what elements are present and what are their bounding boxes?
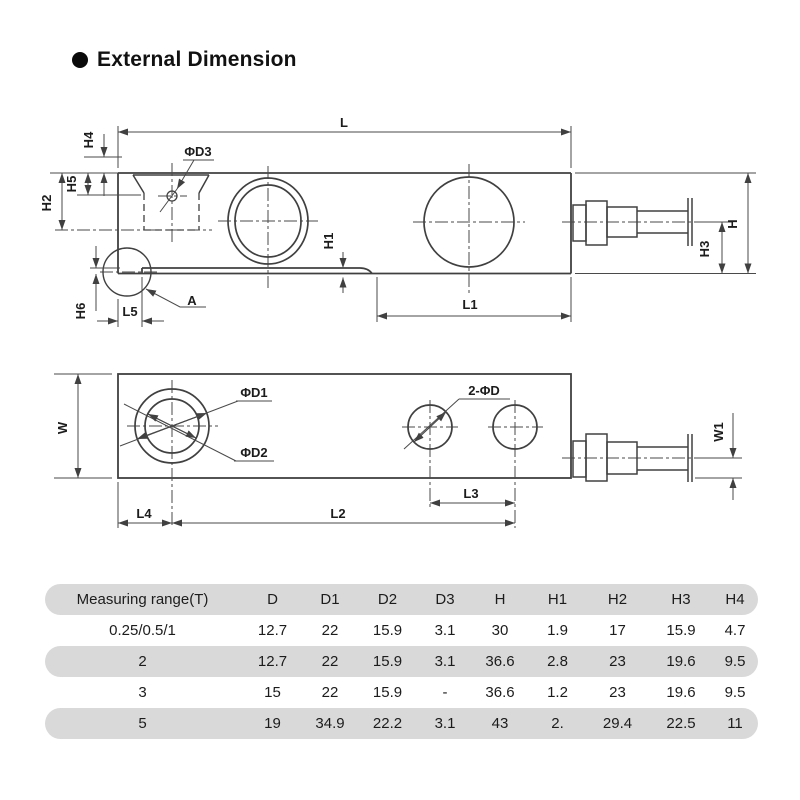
table-cell: 15.9	[372, 622, 403, 639]
detail-label-A: A	[187, 293, 197, 308]
column-header: H	[494, 591, 506, 608]
dim-label-H2: H2	[39, 195, 54, 212]
table-cell: 15	[264, 684, 281, 701]
dim-label-L1: L1	[462, 297, 477, 312]
table-row: 0.25/0.5/1 12.7 22 15.9 3.1 30 1.9 17 15.9 4.7	[45, 615, 758, 646]
side-view-cable-connector	[572, 198, 693, 246]
dim-label-H4: H4	[81, 131, 96, 148]
top-view-dimensions	[54, 373, 742, 528]
top-view-cable-connector	[572, 433, 693, 482]
table-cell: 15.9	[372, 653, 403, 670]
table-cell: 15.9	[666, 622, 696, 639]
dim-label-L5: L5	[122, 304, 137, 319]
dim-label-phiD1: ΦD1	[240, 385, 267, 400]
dim-label-W: W	[55, 421, 70, 434]
table-cell: 36.6	[485, 684, 515, 701]
page-title-text: External Dimension	[97, 48, 297, 71]
page-title: External Dimension	[72, 48, 297, 72]
column-header: H2	[607, 591, 628, 608]
column-header: D	[267, 591, 278, 608]
dim-label-W1: W1	[711, 422, 726, 442]
table-cell: -	[442, 684, 448, 701]
column-header: H4	[725, 591, 745, 608]
side-view-dimensions	[50, 126, 756, 327]
table-cell: 2	[138, 653, 147, 670]
table-row: 5 19 34.9 22.2 3.1 43 2. 29.4 22.5 11	[45, 708, 758, 739]
table-cell: 15.9	[372, 684, 403, 701]
column-header: D3	[435, 591, 455, 608]
table-cell: 22	[321, 653, 339, 670]
table-cell: 3.1	[434, 653, 456, 670]
table-cell: 3.1	[434, 715, 456, 732]
table-cell: 22.5	[666, 715, 696, 732]
top-view-centerlines	[127, 380, 704, 528]
dim-label-L: L	[340, 115, 348, 130]
table-row: 2 12.7 22 15.9 3.1 36.6 2.8 23 19.6 9.5	[45, 646, 758, 677]
dimension-table: Measuring range(T) D D1 D2 D3 H H1 H2 H3 H4 0.25/0…	[45, 584, 758, 739]
table-cell: 22	[321, 684, 339, 701]
side-view-labels: L ΦD3 H4 H5 H2 H6 L5 A H1 L1 H H3	[39, 115, 740, 319]
table-cell: 12.7	[257, 653, 288, 670]
dim-label-H: H	[725, 219, 740, 228]
table-cell: 29.4	[602, 715, 633, 732]
table-cell: 19.6	[666, 684, 696, 701]
dim-label-H3: H3	[697, 241, 712, 258]
detail-a-circle	[102, 247, 152, 297]
table-cell: 9.5	[724, 653, 746, 670]
side-view-holes	[166, 176, 515, 268]
column-header: Measuring range(T)	[76, 591, 209, 608]
table-cell: 5	[138, 715, 147, 732]
table-cell: 1.9	[547, 622, 568, 639]
table-cell: 2.	[551, 715, 564, 732]
dim-label-L4: L4	[136, 506, 152, 521]
table-cell: 22.2	[372, 715, 403, 732]
table-cell: 34.9	[315, 715, 345, 732]
table-header-row: Measuring range(T) D D1 D2 D3 H H1 H2 H3 H4	[45, 584, 758, 615]
column-header: D1	[320, 591, 340, 608]
dim-label-H1: H1	[321, 233, 336, 250]
table-cell: 23	[609, 684, 626, 701]
table-cell: 17	[609, 622, 626, 639]
side-view-body	[117, 172, 572, 275]
table-row: 3 15 22 15.9 - 36.6 1.2 23 19.6 9.5	[45, 677, 758, 708]
top-view-holes	[134, 388, 538, 464]
circle-bullet-icon	[72, 52, 88, 68]
dim-label-2phiD: 2-ΦD	[468, 383, 500, 398]
top-view-labels: W ΦD1 ΦD2 2-ΦD W1 L3 L4 L2	[55, 383, 726, 521]
table-cell: 12.7	[257, 622, 288, 639]
table-cell: 4.7	[724, 622, 746, 639]
table-cell: 23	[609, 653, 626, 670]
table-cell: 36.6	[485, 653, 515, 670]
top-view-body	[117, 373, 572, 479]
column-header: D2	[377, 591, 398, 608]
table-cell: 11	[727, 715, 743, 732]
dim-label-phiD3: ΦD3	[184, 144, 211, 159]
dim-label-L2: L2	[330, 506, 345, 521]
dim-label-L3: L3	[463, 486, 478, 501]
table-cell: 22	[321, 622, 339, 639]
dim-label-H6: H6	[73, 303, 88, 320]
table-cell: 3	[138, 684, 147, 701]
table-cell: 3.1	[434, 622, 456, 639]
table-cell: 1.2	[547, 684, 568, 701]
table-cell: 19	[264, 715, 281, 732]
table-cell: 19.6	[666, 653, 696, 670]
column-header: H3	[671, 591, 691, 608]
table-cell: 9.5	[724, 684, 746, 701]
dim-label-phiD2: ΦD2	[240, 445, 267, 460]
table-cell: 2.8	[547, 653, 568, 670]
table-cell: 30	[491, 622, 509, 639]
dim-label-H5: H5	[64, 176, 79, 193]
table-cell: 43	[491, 715, 509, 732]
table-cell: 0.25/0.5/1	[109, 622, 176, 639]
column-header: H1	[547, 591, 568, 608]
